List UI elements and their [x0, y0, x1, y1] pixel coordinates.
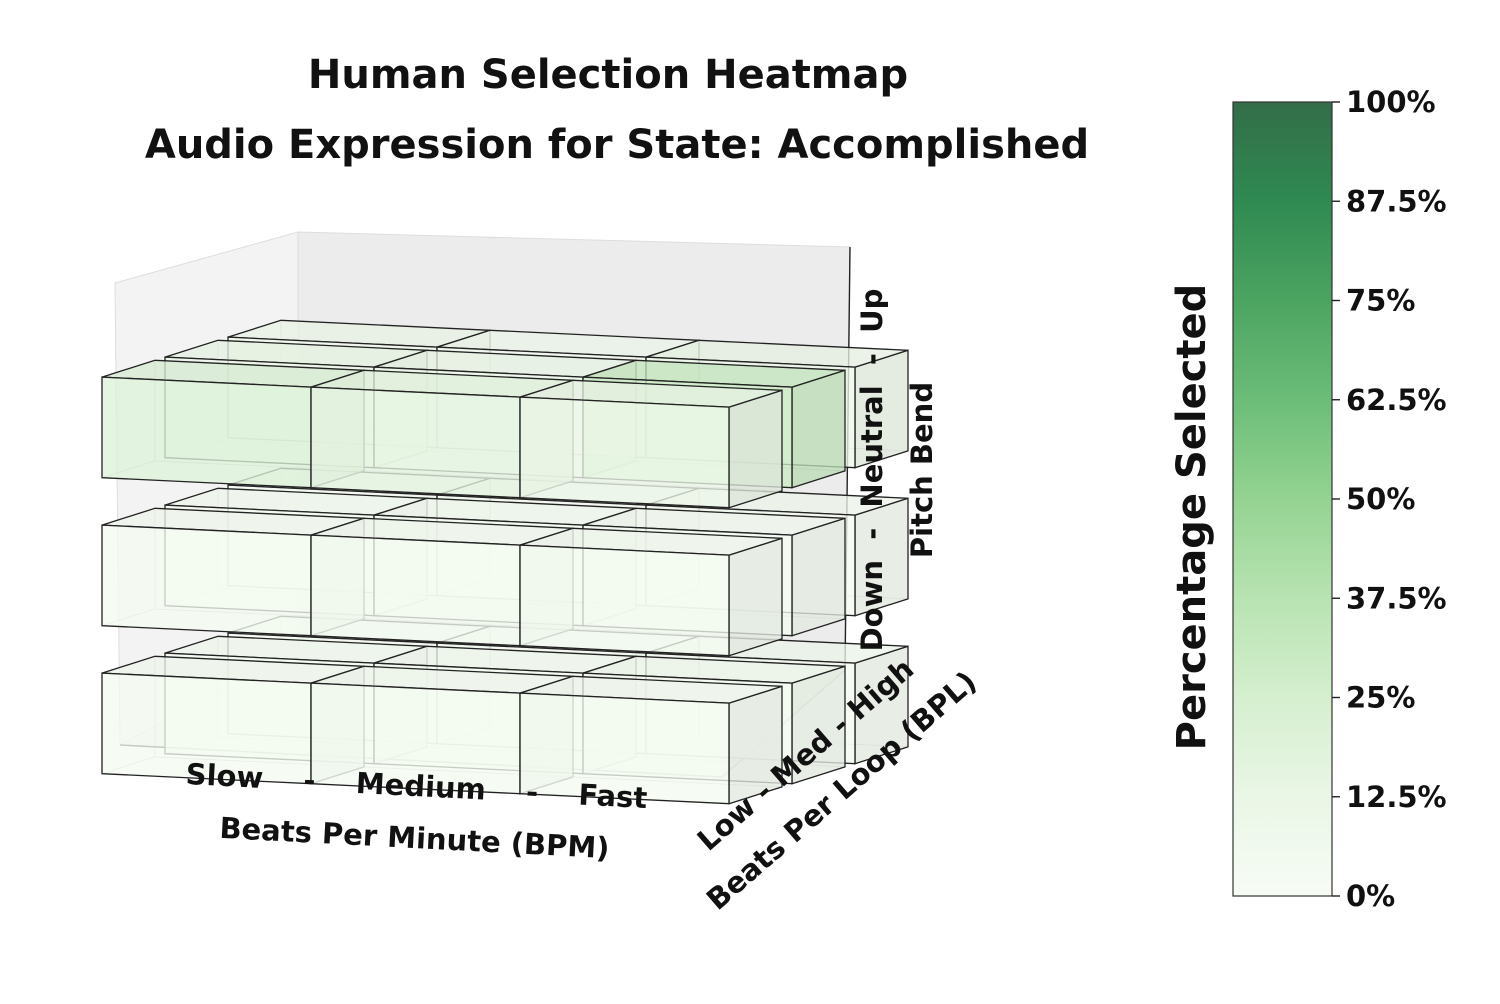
cube-up-fast-low [519, 379, 783, 509]
cube-right-face [791, 369, 846, 489]
colorbar-tick-label: 25% [1346, 681, 1415, 715]
colorbar-tick-label: 75% [1346, 284, 1415, 318]
cube-front-face [101, 376, 312, 489]
colorbar-tick-label: 62.5% [1346, 383, 1447, 417]
cube-front-face [519, 396, 730, 509]
cube-down-fast-low [519, 675, 783, 805]
cube-front-face [310, 534, 521, 647]
colorbar-ticks: 0% 12.5% 25% 37.5% 50% 62.5% 75% 87.5% 100% [1332, 85, 1447, 913]
colorbar-label: Percentage Selected [1169, 284, 1215, 751]
cube-right-face [728, 537, 783, 657]
colorbar-tick-label: 100% [1346, 85, 1436, 119]
chart-subtitle: Audio Expression for State: Accomplished [145, 122, 1089, 168]
cube-grid [101, 319, 909, 805]
chart-title: Human Selection Heatmap [308, 52, 908, 98]
z-axis-label: Pitch Bend [905, 382, 939, 558]
cube-front-face [310, 386, 521, 499]
cube-front-face [101, 524, 312, 637]
z-axis-tick-labels: Down - Neutral - Up [855, 289, 889, 652]
cube-right-face [791, 517, 846, 637]
colorbar: 0% 12.5% 25% 37.5% 50% 62.5% 75% 87.5% 100% Perc… [1169, 85, 1447, 913]
colorbar-gradient [1232, 101, 1333, 897]
cube-front-face [519, 692, 730, 805]
colorbar-tick-label: 37.5% [1346, 581, 1447, 615]
colorbar-tick-label: 50% [1346, 482, 1415, 516]
colorbar-tick-label: 12.5% [1346, 780, 1447, 814]
colorbar-tick-label: 87.5% [1346, 184, 1447, 218]
cube-right-face [728, 389, 783, 509]
cube-neutral-fast-low [519, 527, 783, 657]
x-axis-label: Beats Per Minute (BPM) [219, 811, 611, 865]
colorbar-tick-label: 0% [1346, 879, 1395, 913]
cube-front-face [519, 544, 730, 657]
